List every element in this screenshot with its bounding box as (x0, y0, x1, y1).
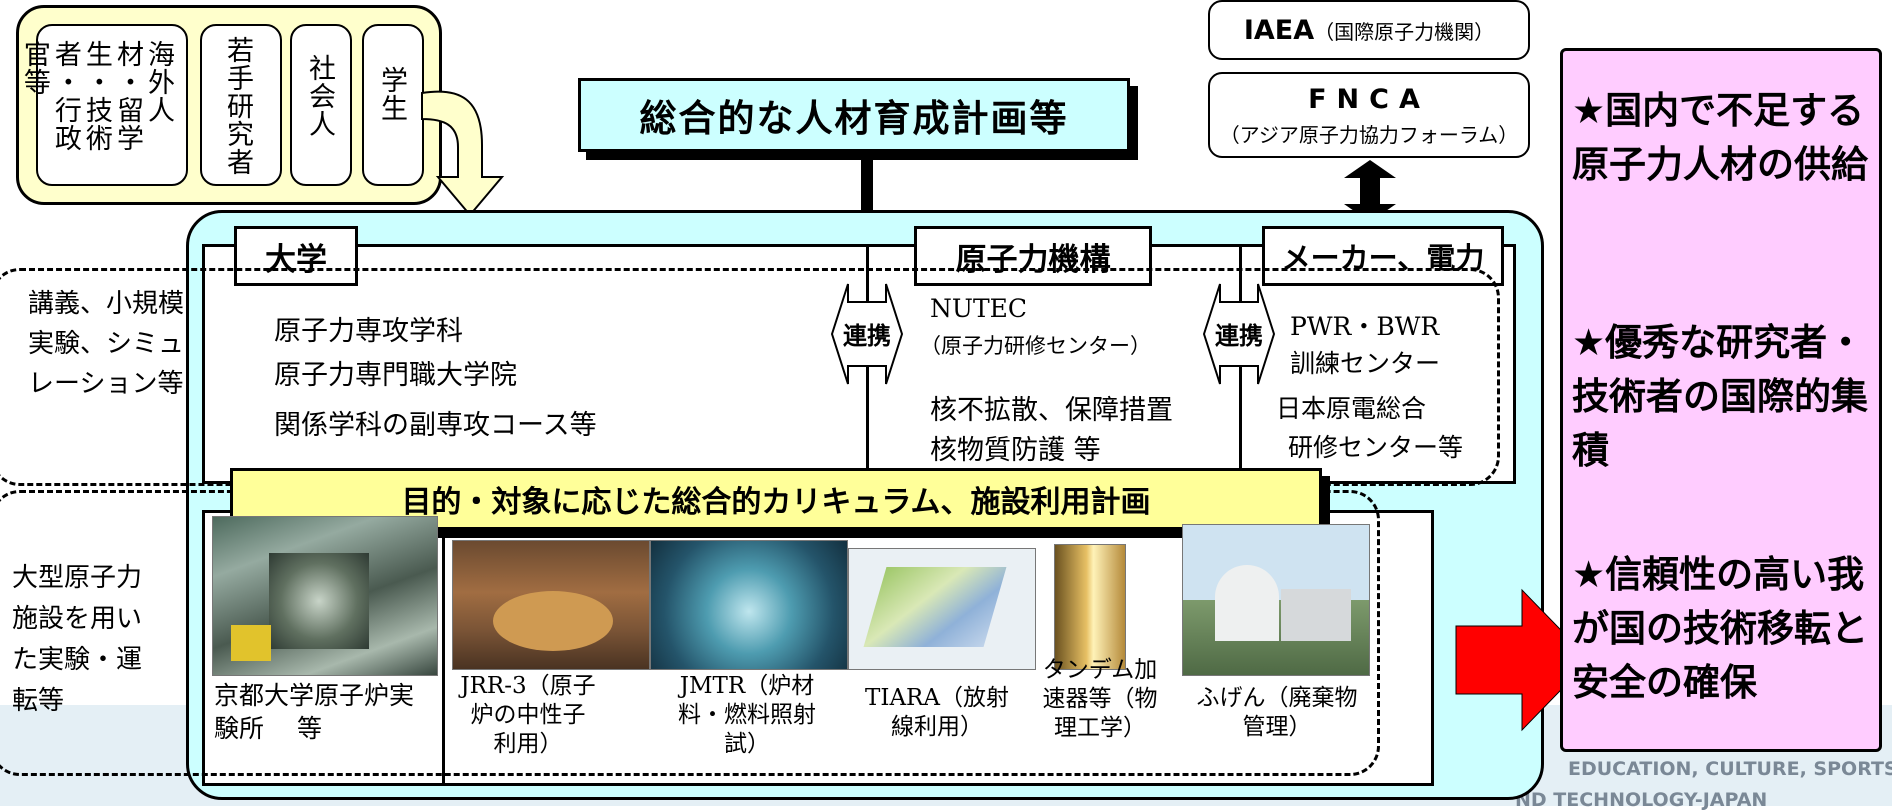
industry-item: 研修センター等 (1288, 433, 1464, 462)
iaea-abbr: IAEA (1243, 14, 1315, 46)
outcomes-panel (1560, 48, 1882, 752)
facility-caption: タンデム加速器等（物理工学） (1042, 657, 1158, 741)
fnca-box: FNCA （アジア原子力協力フォーラム） (1208, 72, 1530, 158)
facility-label: 大型原子力施設を用いた実験・運転等 (12, 563, 143, 716)
header-university: 大学 (234, 226, 358, 286)
facility-caption: TIARA（放射線利用） (865, 685, 1009, 740)
target-card-foreign: 海外人材・留学生・技術者・行政官等 (19, 24, 188, 186)
result-arrow (1455, 588, 1591, 732)
link-arrow-2 (1202, 283, 1276, 385)
jaea-item: 核不拡散、保障措置 (930, 395, 1173, 426)
outcome-item: ★国内で不足する原子力人材の供給 (1572, 89, 1868, 186)
facility-caption: JRR-3（原子炉の中性子利用） (460, 673, 596, 757)
jaea-item: （原子力研修センター） (920, 334, 1151, 358)
university-item: 原子力専攻学科 (274, 316, 463, 347)
plan-title: 総合的な人材育成計画等 (639, 97, 1069, 140)
lecture-dashed-outline (0, 268, 1500, 486)
industry-item: PWR・BWR (1290, 312, 1440, 341)
outcome-item: ★信頼性の高い我が国の技術移転と安全の確保 (1572, 553, 1868, 704)
photo-jmtr (650, 540, 848, 670)
photo-kyoto-reactor (212, 516, 438, 676)
header-jaea: 原子力機構 (914, 226, 1152, 286)
watermark-line-1: EDUCATION, CULTURE, SPORTS, (1568, 758, 1892, 780)
facility-caption: 京都大学原子炉実験所 等 (214, 681, 415, 743)
flow-arrow-down (421, 90, 505, 217)
target-label-student: 学生 (376, 66, 408, 122)
fnca-full: （アジア原子力協力フォーラム） (1219, 123, 1519, 147)
header-jaea-label: 原子力機構 (955, 241, 1111, 278)
plan-title-box: 総合的な人材育成計画等 (578, 78, 1130, 152)
photo-tandem (1054, 544, 1126, 670)
fnca-abbr: FNCA (1308, 84, 1430, 115)
link-arrow-1 (830, 283, 904, 385)
target-label-foreign: 海外人材・留学生・技術者・行政官等 (18, 40, 174, 152)
photo-jrr3 (452, 540, 650, 670)
facility-caption: JMTR（炉材料・燃料照射試） (678, 673, 816, 757)
lecture-label: 講義、小規模実験、シミュレーション等 (28, 289, 185, 399)
photo-tiara (848, 548, 1036, 670)
jaea-item: 核物質防護 等 (930, 435, 1101, 466)
plan-connector (861, 156, 873, 212)
header-university-label: 大学 (265, 241, 327, 278)
facilities-divider (442, 510, 445, 786)
watermark-line-2: ND TECHNOLOGY-JAPAN (1515, 789, 1768, 811)
link-label-2: 連携 (1215, 322, 1263, 350)
target-label-worker: 社会人 (304, 54, 336, 138)
industry-item: 日本原電総合 (1276, 394, 1427, 423)
industry-item: 訓練センター (1290, 349, 1441, 378)
target-label-young: 若手研究者 (222, 36, 254, 176)
university-item: 原子力専門職大学院 (274, 360, 517, 391)
target-card-worker: 社会人 (290, 24, 352, 186)
jaea-item: NUTEC (930, 294, 1027, 323)
outcome-item: ★優秀な研究者・技術者の国際的集積 (1572, 321, 1868, 472)
photo-fugen (1182, 524, 1370, 676)
iaea-full: （国際原子力機関） (1314, 19, 1495, 44)
link-label-1: 連携 (843, 322, 891, 350)
target-card-young: 若手研究者 (200, 24, 282, 186)
university-item: 関係学科の副専攻コース等 (274, 410, 597, 441)
curriculum-banner-label: 目的・対象に応じた総合的カリキュラム、施設利用計画 (401, 485, 1151, 520)
facility-caption: ふげん（廃棄物管理） (1196, 685, 1358, 740)
curriculum-banner: 目的・対象に応じた総合的カリキュラム、施設利用計画 (230, 468, 1322, 530)
iaea-box: IAEA （国際原子力機関） (1208, 0, 1530, 60)
fnca-link-arrow (1344, 160, 1396, 222)
target-card-student: 学生 (362, 24, 424, 186)
